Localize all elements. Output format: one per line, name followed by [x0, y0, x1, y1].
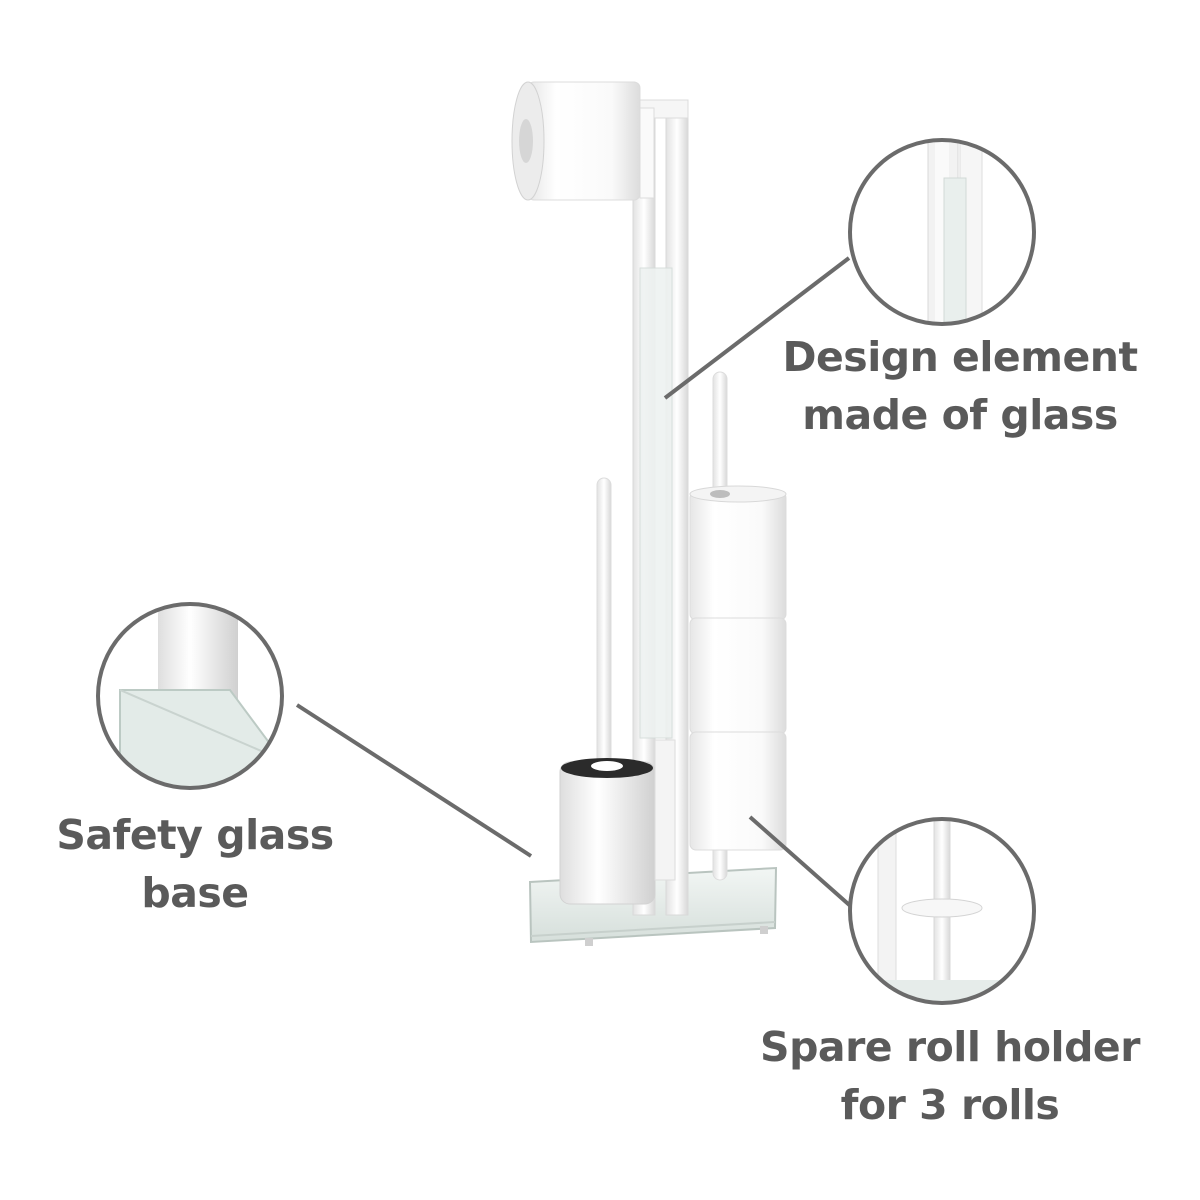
caption-spare-line2: for 3 rolls	[840, 1081, 1060, 1129]
callout-line-spare	[748, 815, 857, 912]
caption-spare-holder: Spare roll holder for 3 rolls	[750, 1018, 1150, 1134]
callout-circle-glass	[848, 138, 1036, 326]
callout-line-glass	[663, 256, 851, 400]
caption-base-line1: Safety glass	[56, 811, 334, 859]
caption-glass-element: Design element made of glass	[760, 328, 1160, 444]
callout-circle-base	[96, 602, 284, 790]
toilet-brush	[559, 477, 656, 905]
caption-spare-line1: Spare roll holder	[760, 1023, 1140, 1071]
caption-glass-line1: Design element	[782, 333, 1138, 381]
spare-paper-rolls	[689, 485, 787, 851]
caption-safety-base: Safety glass base	[40, 806, 350, 922]
callout-circle-spare	[848, 817, 1036, 1005]
caption-glass-line2: made of glass	[802, 391, 1118, 439]
callout-line-base	[295, 703, 533, 858]
caption-base-line2: base	[141, 869, 249, 917]
toilet-paper-stand	[511, 81, 787, 946]
main-frame	[632, 99, 689, 916]
glass-panel	[639, 267, 673, 739]
top-paper-roll	[511, 81, 655, 201]
